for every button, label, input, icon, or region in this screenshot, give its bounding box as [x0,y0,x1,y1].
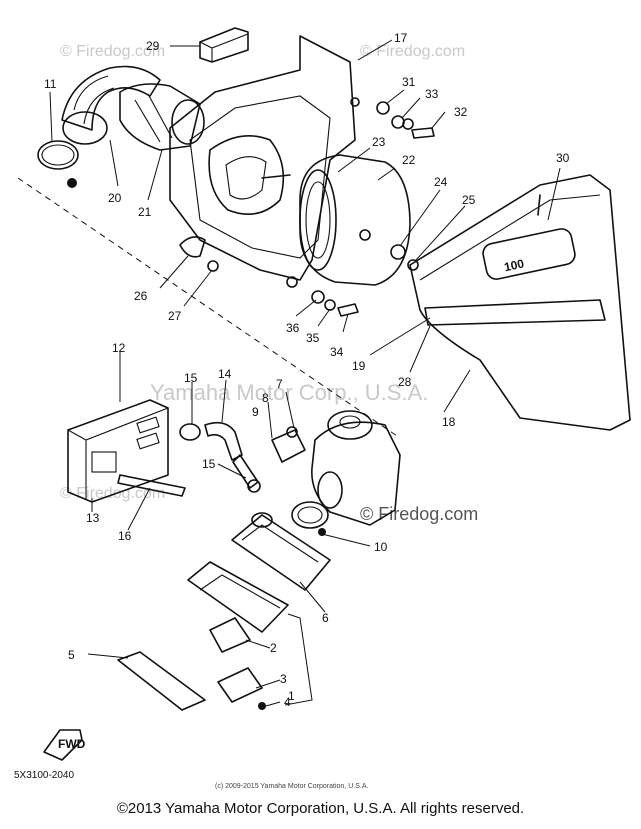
diagram-code: 5X3100-2040 [14,770,74,781]
callout-16: 16 [118,529,132,543]
callout-5: 5 [68,648,75,662]
callout-32: 32 [454,105,468,119]
callout-6: 6 [322,611,329,625]
callout-24: 24 [434,175,448,189]
side-cover: 100 [409,174,631,431]
callout-31: 31 [402,75,416,89]
fwd-label: FWD [58,737,86,751]
small-copyright: (c) 2009-2015 Yamaha Motor Corporation, … [215,783,368,790]
exploded-parts-diagram: © Firedog.com © Firedog.com © Firedog.co… [14,27,631,790]
callout-25: 25 [462,193,476,207]
intake-boot [61,65,205,151]
callout-4: 4 [284,695,291,709]
reed-gasket [117,651,206,711]
callout-1: 1 [288,689,295,703]
callout-29: 29 [146,39,160,53]
callout-33: 33 [425,87,439,101]
callout-10: 10 [374,540,388,554]
callout-18: 18 [442,415,456,429]
callout-23: 23 [372,135,386,149]
hose-clamp-11 [37,140,79,188]
callout-14: 14 [218,367,232,381]
air-box-case [169,35,360,288]
callout-27: 27 [168,309,182,323]
callout-11: 11 [44,77,57,91]
callout-35: 35 [306,331,320,345]
callout-20: 20 [108,191,122,205]
callout-13: 13 [86,511,100,525]
watermark-top-right: © Firedog.com [360,43,465,60]
callout-15-upper: 15 [184,371,198,385]
air-filter-element [299,154,411,286]
callout-2: 2 [270,641,277,655]
callout-34: 34 [330,345,344,359]
sponge-block [199,27,249,63]
callout-19: 19 [352,359,366,373]
silencer-band [117,474,186,497]
callout-9: 9 [252,405,259,419]
carburetor [271,410,401,526]
callout-numbers: 1 2 3 4 5 6 7 8 9 10 11 12 13 14 15 15 1… [44,31,570,709]
callout-17: 17 [394,31,408,45]
fasteners-upper [179,101,435,317]
callout-28: 28 [398,375,412,389]
watermark-corp: Yamaha Motor Corp., U.S.A. [150,380,428,405]
intake-silencer [67,399,169,503]
leader-lines [49,39,561,707]
callout-15-lower: 15 [202,457,216,471]
carb-clamp [291,501,329,536]
callout-12: 12 [112,341,126,355]
callout-7: 7 [276,377,283,391]
breather-hoses [179,421,261,493]
callout-22: 22 [402,153,416,167]
callout-8: 8 [262,391,269,405]
callout-26: 26 [134,289,148,303]
callout-30: 30 [556,151,570,165]
intake-manifold [231,512,331,591]
copyright-footer: ©2013 Yamaha Motor Corporation, U.S.A. A… [116,800,525,817]
forward-arrow: FWD [43,729,86,761]
cover-badge-text: 100 [503,256,526,274]
callout-36: 36 [286,321,300,335]
watermark-main: © Firedog.com [360,504,478,524]
reed-valve-assembly [187,561,289,710]
callout-21: 21 [138,205,152,219]
watermark-mid-left: © Firedog.com [60,485,165,502]
callout-3: 3 [280,672,287,686]
watermark-top-left: © Firedog.com [60,43,165,60]
dashed-divider [17,177,401,439]
